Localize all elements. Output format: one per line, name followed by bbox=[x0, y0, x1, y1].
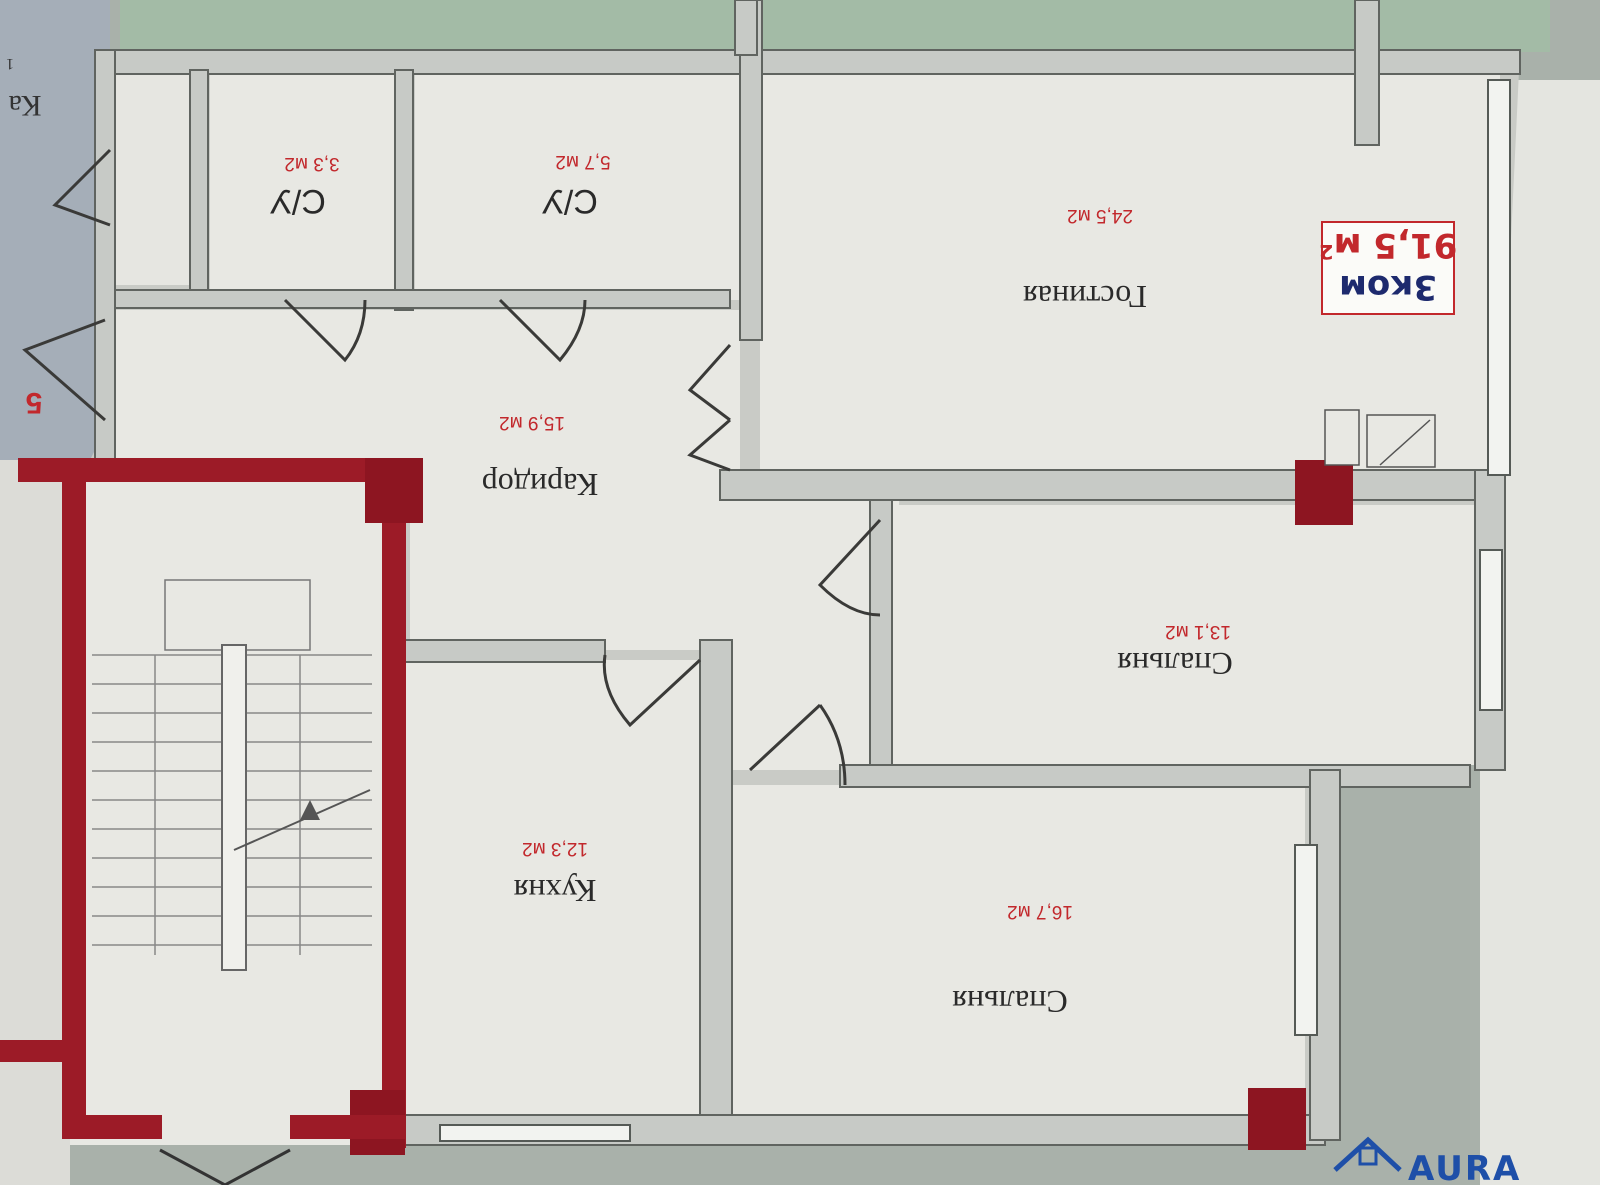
badge-title: 3ком bbox=[1339, 267, 1437, 307]
apartment-number: 5 bbox=[26, 386, 43, 419]
door-kitchen bbox=[602, 654, 702, 728]
room-bedroom1-floor bbox=[885, 505, 1475, 765]
door-bedroom1 bbox=[817, 518, 882, 617]
balcony-strip bbox=[120, 0, 1550, 52]
room-bath1-area: 5,7 м2 bbox=[555, 151, 610, 172]
wall-balcony-divider-right bbox=[1354, 0, 1380, 146]
door-closet bbox=[52, 148, 112, 227]
room-kitchen-floor bbox=[400, 660, 705, 1125]
wall-kitchen-right bbox=[699, 639, 733, 1131]
door-entrance bbox=[22, 318, 106, 422]
windows bbox=[439, 79, 1511, 1142]
room-labels: Гостиная 24,5 м2 С/У 5,7 м2 С/У 3,3 м2 К… bbox=[270, 151, 1233, 1020]
room-bedroom2-name: Спальня bbox=[952, 984, 1068, 1020]
window-bedroom1 bbox=[1479, 549, 1503, 711]
stairwell-column-top bbox=[365, 458, 423, 523]
outside-left-lower bbox=[0, 460, 70, 1185]
wall-left bbox=[94, 49, 116, 461]
doors bbox=[22, 148, 882, 786]
stairwell-door bbox=[159, 1148, 291, 1185]
stairwell-wall-bottom-left bbox=[62, 1115, 162, 1139]
stair-rail bbox=[221, 644, 247, 971]
room-kitchen-area: 12,3 м2 bbox=[522, 838, 588, 859]
room-living-name: Гостиная bbox=[1023, 279, 1147, 315]
wall-living-bottom bbox=[719, 469, 1501, 501]
door-living-a bbox=[687, 344, 732, 422]
room-bath1-name: С/У bbox=[542, 182, 598, 220]
door-bath1 bbox=[498, 298, 587, 363]
logo-text: AURA bbox=[1408, 1149, 1521, 1185]
wall-kitchen-top bbox=[404, 639, 606, 663]
door-living-b bbox=[687, 418, 731, 472]
wall-bedroom1-left bbox=[869, 499, 893, 771]
column-living bbox=[1295, 460, 1353, 525]
room-corridor-area: 15,9 м2 bbox=[499, 412, 565, 433]
window-living bbox=[1487, 79, 1511, 476]
stairwell-wall-left bbox=[62, 458, 86, 1138]
room-bedroom2-area: 16,7 м2 bbox=[1007, 901, 1073, 922]
apartment-badge: 3ком 91,5 м² bbox=[1319, 221, 1457, 315]
stairwell-wall-stub bbox=[0, 1040, 86, 1062]
stairwell-wall-bottom-right bbox=[290, 1115, 405, 1139]
stairwell-wall-right bbox=[382, 458, 406, 1148]
vent-fixture bbox=[1324, 409, 1436, 468]
room-bedroom2-floor bbox=[715, 785, 1305, 1120]
room-bath2-name: С/У bbox=[270, 182, 326, 220]
wall-bedroom1-bottom bbox=[839, 764, 1471, 788]
room-bedroom1-name: Спальня bbox=[1117, 646, 1233, 682]
wall-balcony-divider bbox=[734, 0, 758, 56]
neighbor-room-fragment: Ка bbox=[9, 89, 42, 122]
room-bedroom1-area: 13,1 м2 bbox=[1165, 621, 1231, 642]
door-bath2 bbox=[283, 298, 367, 363]
neighbor-area-fragment: 1 bbox=[6, 55, 14, 72]
house-icon bbox=[1333, 1136, 1402, 1172]
room-corridor-name: Каридор bbox=[482, 467, 599, 503]
window-bedroom2 bbox=[1294, 844, 1318, 1036]
column-bedroom2 bbox=[1248, 1088, 1306, 1150]
room-kitchen-name: Кухня bbox=[513, 873, 596, 909]
badge-area: 91,5 м² bbox=[1319, 225, 1457, 265]
room-corridor-floor bbox=[105, 310, 900, 770]
stairwell bbox=[0, 458, 423, 1185]
wall-closet-divider bbox=[189, 69, 209, 301]
house-window-icon bbox=[1358, 1146, 1378, 1166]
room-bath1-floor bbox=[415, 75, 740, 300]
door-bedroom2 bbox=[748, 703, 847, 786]
columns bbox=[1248, 460, 1353, 1150]
wall-living-left bbox=[739, 0, 763, 341]
room-living-area: 24,5 м2 bbox=[1067, 205, 1133, 226]
stair-arrow-icon bbox=[300, 800, 320, 820]
wall-baths-bottom bbox=[99, 289, 731, 309]
wall-top bbox=[99, 49, 1521, 75]
wall-bath-divider bbox=[394, 69, 414, 311]
room-bath2-floor bbox=[210, 75, 395, 300]
window-kitchen bbox=[439, 1124, 631, 1142]
left-neighbor-area bbox=[0, 0, 110, 460]
closet-floor bbox=[110, 75, 190, 285]
room-bath2-area: 3,3 м2 bbox=[284, 153, 339, 174]
brand-logo: AURA bbox=[1333, 1136, 1521, 1185]
walls bbox=[94, 0, 1521, 1146]
badge-frame bbox=[1321, 221, 1455, 315]
